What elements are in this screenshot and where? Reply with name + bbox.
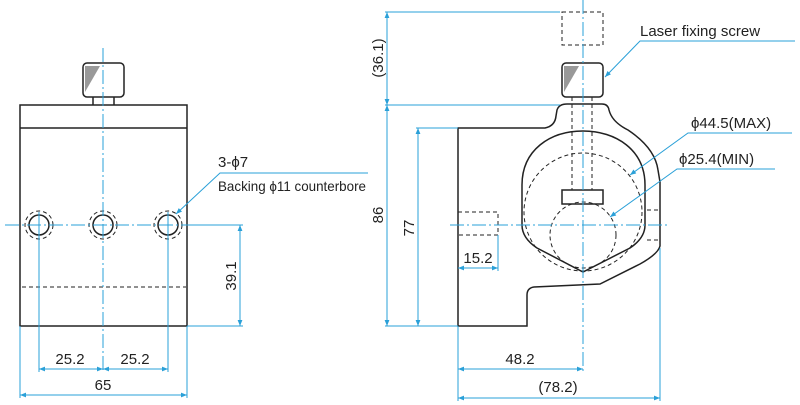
min-label: ϕ25.4(MIN)	[679, 151, 754, 168]
side-holes	[458, 209, 660, 241]
dim-65: 65	[95, 377, 112, 394]
extension-lines	[19, 212, 243, 398]
hole-note: Backing ϕ11 counterbore	[218, 178, 366, 194]
dim-15-2: 15.2	[463, 250, 492, 267]
dim-77: 77	[401, 220, 418, 237]
dim-86: 86	[370, 207, 387, 224]
max-label: ϕ44.5(MAX)	[691, 115, 771, 132]
dim-36-1: (36.1)	[370, 38, 387, 77]
dim-39-1: 39.1	[223, 261, 240, 290]
screw-leader	[604, 40, 795, 78]
knurl-shading	[85, 66, 100, 92]
laser-screw-label: Laser fixing screw	[640, 23, 760, 40]
max-leader	[629, 132, 792, 176]
dim-48-2: 48.2	[505, 351, 534, 368]
screw-shaft	[571, 97, 593, 190]
dim-25-2-right: 25.2	[120, 351, 149, 368]
min-leader	[609, 168, 775, 218]
hole-label: 3-ϕ7	[218, 154, 248, 171]
hole-leader	[175, 172, 368, 215]
dim-78-2: (78.2)	[538, 379, 577, 396]
front-view: 39.1 25.2 25.2 65 3-ϕ7 Backing ϕ11 count…	[5, 48, 368, 398]
dim-25-2-left: 25.2	[55, 351, 84, 368]
knurl-shading	[564, 66, 579, 92]
side-view: (36.1) 86 77 15.2 48.2 (78.2) Laser fixi…	[370, 0, 795, 401]
screw-stem	[92, 97, 115, 105]
side-body	[457, 103, 661, 327]
extension-lines	[385, 11, 661, 401]
